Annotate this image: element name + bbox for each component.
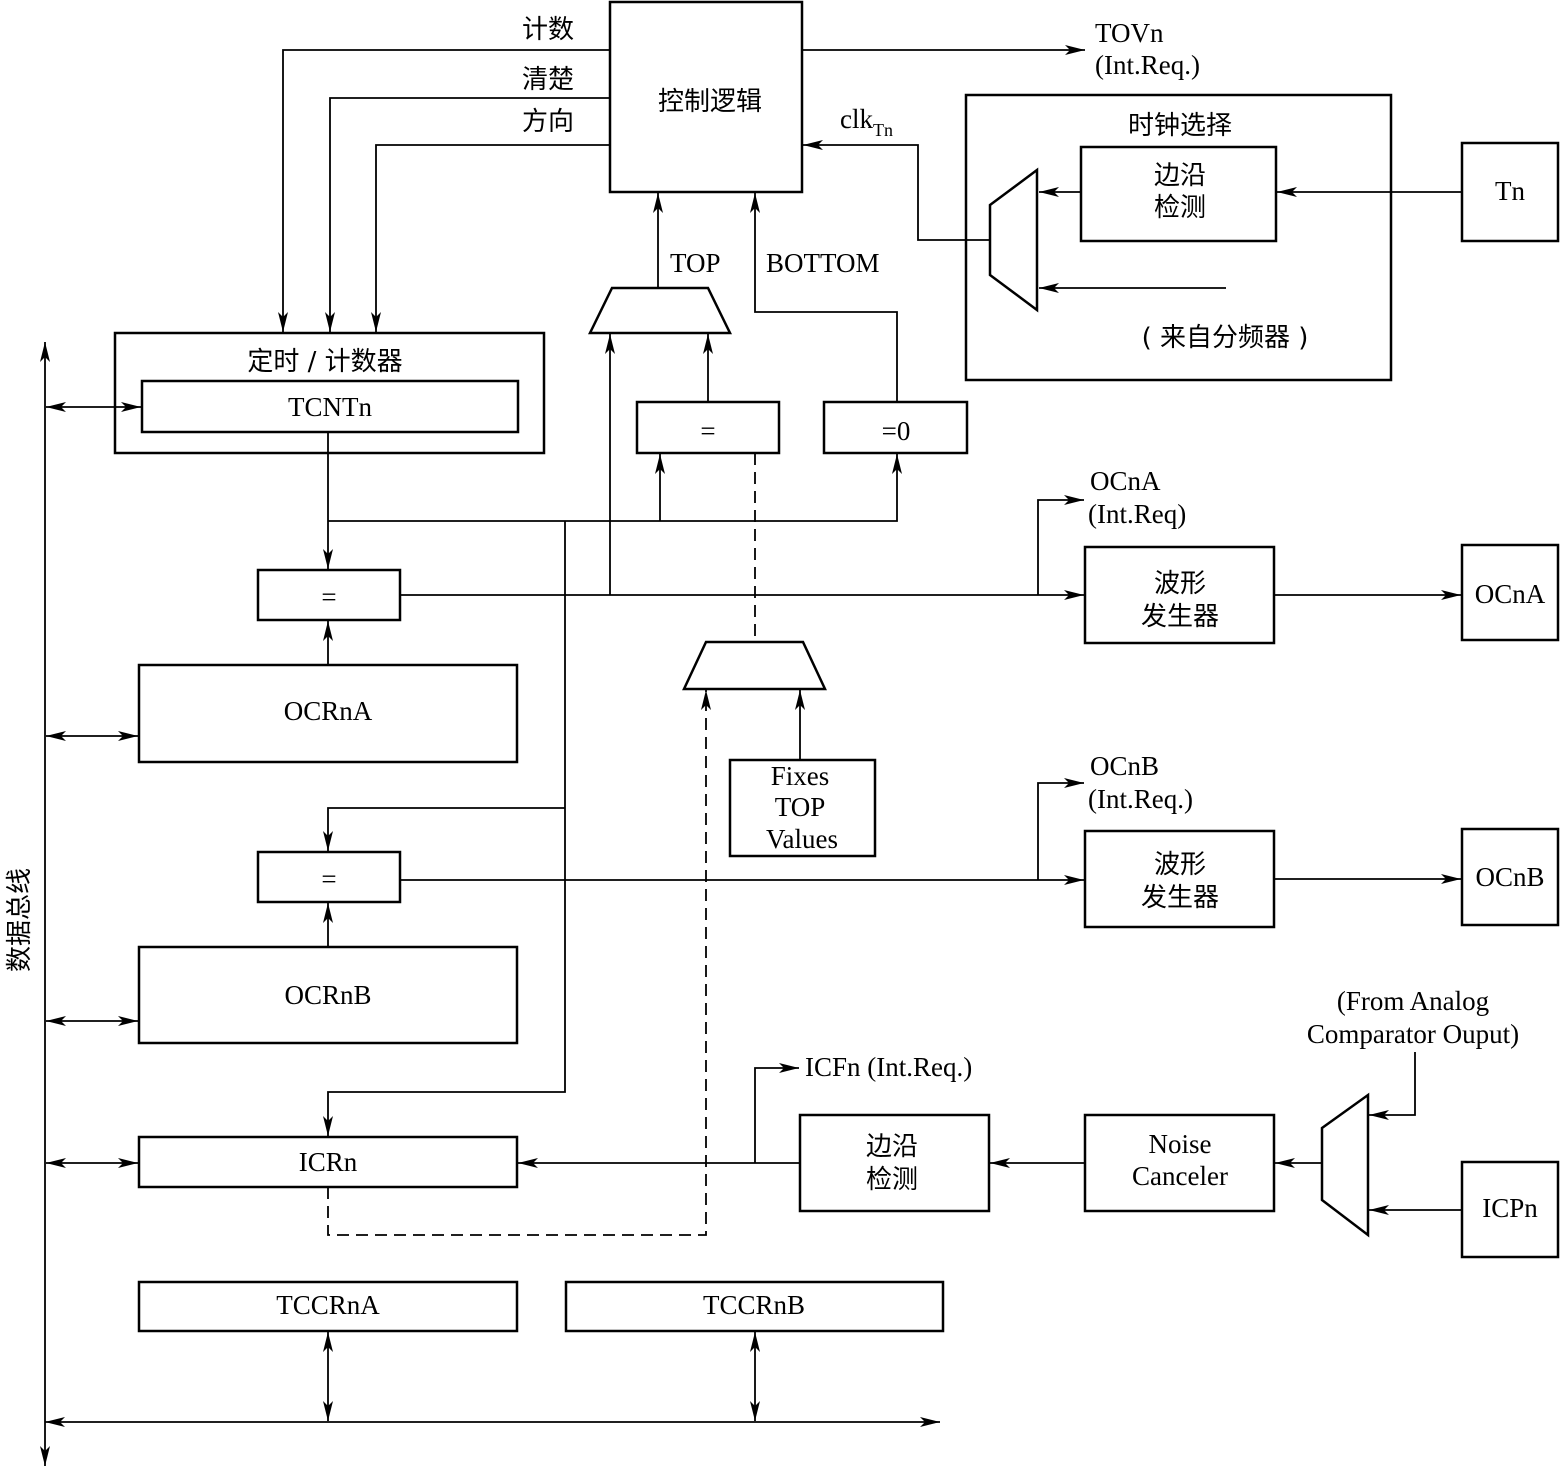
tcntn-label: TCNTn — [288, 392, 372, 422]
icrn-label: ICRn — [299, 1147, 358, 1177]
ocnb-req-label: (Int.Req.) — [1088, 784, 1193, 814]
fixes-top-values-box — [728, 758, 877, 858]
tccrnb-label: TCCRnB — [703, 1290, 805, 1320]
top-mux — [587, 286, 733, 335]
icfn-arrow — [754, 1063, 799, 1163]
zero-compare-box — [822, 400, 969, 455]
top-label: TOP — [670, 248, 721, 278]
tcnt-to-compb — [323, 807, 565, 851]
fixes-label: Fixes — [771, 761, 830, 791]
analog-comparator-label: (From Analog — [1337, 986, 1489, 1016]
ocna-req-label: (Int.Req) — [1088, 499, 1186, 529]
count-line — [278, 49, 610, 332]
ocna-flag-label: OCnA — [1090, 466, 1161, 496]
top-select-mux — [682, 640, 827, 691]
analog-comparator-arrow — [1369, 1052, 1416, 1120]
ocna-flag-arrow — [1037, 495, 1084, 595]
timer-counter-label: 定时 / 计数器 — [247, 347, 402, 377]
noise-canceler-label: Noise — [1149, 1129, 1212, 1159]
tovn-label: TOVn — [1095, 18, 1164, 48]
wave-gen-b-label: 发生器 — [1141, 883, 1219, 913]
fixes-label: Values — [766, 824, 838, 854]
ocrnb-register — [137, 945, 519, 1045]
capture-edge-detect-label: 检测 — [866, 1165, 918, 1195]
icpn-pin-box — [1460, 1160, 1560, 1259]
zero-compare-label: =0 — [882, 416, 911, 446]
tn-pin-box — [1460, 141, 1560, 243]
bottom-line — [750, 193, 898, 402]
ocna-pin-label: OCnA — [1475, 579, 1546, 609]
ocnb-flag-label: OCnB — [1090, 751, 1159, 781]
fixes-label: TOP — [775, 792, 826, 822]
icrn-register — [137, 1135, 519, 1189]
ocnb-pin-box — [1460, 827, 1560, 927]
clock-edge-detect-label: 边沿 — [1154, 161, 1206, 191]
tccrna-register — [137, 1280, 519, 1333]
ocnb-pin-label: OCnB — [1475, 862, 1544, 892]
bottom-label: BOTTOM — [766, 248, 880, 278]
compare-b-box — [256, 850, 402, 904]
clear-line — [325, 97, 610, 332]
ocna-pin-box — [1460, 543, 1560, 642]
wave-gen-a-label: 发生器 — [1141, 602, 1219, 632]
icpn-label: ICPn — [1482, 1193, 1538, 1223]
compare-a-label: = — [321, 582, 336, 612]
count-label: 计数 — [522, 15, 574, 45]
clock-edge-detect-box — [1079, 145, 1278, 243]
ocrna-register — [137, 663, 519, 764]
control-logic-box — [608, 0, 804, 194]
tccrna-label: TCCRnA — [276, 1290, 380, 1320]
analog-comparator-label: Comparator Ouput) — [1307, 1019, 1519, 1049]
tn-label: Tn — [1495, 176, 1525, 206]
icfn-label: ICFn (Int.Req.) — [805, 1052, 972, 1082]
top-compare-label: = — [700, 416, 715, 446]
control-logic-label: 控制逻辑 — [658, 87, 762, 117]
compare-b-label: = — [321, 864, 336, 894]
noise-canceler-box — [1083, 1113, 1276, 1213]
prescaler-label: ( 来自分频器 ) — [1142, 323, 1309, 353]
clock-edge-detect-label: 检测 — [1154, 193, 1206, 223]
tccrnb-register — [564, 1280, 945, 1333]
direction-line — [371, 144, 610, 332]
tcntn-register — [140, 379, 520, 434]
wave-gen-a-label: 波形 — [1154, 569, 1206, 599]
dashed-icrn-to-mux — [327, 690, 711, 1236]
clock-mux — [988, 167, 1039, 313]
data-bus-label: 数据总线 — [5, 868, 35, 972]
clock-select-label: 时钟选择 — [1128, 111, 1232, 141]
capture-edge-detect-label: 边沿 — [866, 1132, 918, 1162]
capture-mux — [1320, 1092, 1370, 1238]
clk-label: clkTn — [840, 104, 893, 140]
ocnb-flag-arrow — [1037, 778, 1084, 880]
tcnt-to-icrn — [323, 521, 566, 1136]
clear-label: 清楚 — [522, 65, 574, 95]
wave-gen-b-box — [1083, 829, 1276, 929]
clk-line — [803, 140, 990, 241]
compare-a-box — [256, 568, 402, 622]
wave-gen-b-label: 波形 — [1154, 850, 1206, 880]
noise-canceler-label: Canceler — [1132, 1161, 1228, 1191]
ocrnb-label: OCRnB — [284, 980, 371, 1010]
top-compare-box — [635, 400, 781, 455]
capture-edge-detect-box — [798, 1113, 991, 1213]
ocrna-label: OCRnA — [284, 696, 373, 726]
tovn-req-label: (Int.Req.) — [1095, 50, 1200, 80]
tcnt-to-zero — [328, 454, 902, 522]
direction-label: 方向 — [522, 107, 574, 137]
